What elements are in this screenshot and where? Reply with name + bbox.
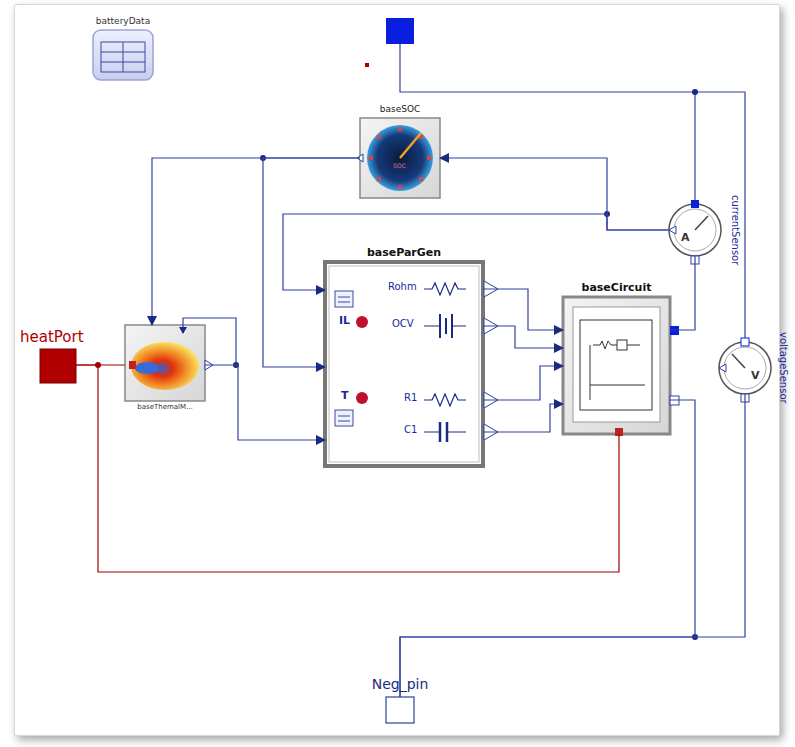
current-sensor-icon <box>669 200 721 264</box>
wire-connector <box>400 394 745 697</box>
node-label: baseThemalM... <box>137 403 192 411</box>
soc-dial <box>357 118 440 198</box>
marker-dot <box>365 63 369 67</box>
wire-connector <box>483 366 563 400</box>
voltmeter-letter: V <box>751 370 760 381</box>
wire-connector <box>205 365 325 440</box>
wire-connector <box>483 404 563 432</box>
junction-dot <box>692 89 698 95</box>
pin-wires <box>400 44 745 338</box>
heat-port-square <box>40 349 76 383</box>
node-label: baseCircuit <box>582 281 652 294</box>
record-block: batteryData <box>93 30 153 80</box>
thermal-block: baseThemalM... <box>125 325 205 401</box>
node-label: baseParGen <box>367 246 441 259</box>
ammeter-letter: A <box>681 232 690 243</box>
positive-pin <box>386 18 414 44</box>
node-label: heatPort <box>20 328 84 346</box>
signal-name: IL <box>339 315 350 326</box>
dial-text: SOC <box>393 163 406 169</box>
parameter-block: baseParGen <box>325 262 483 466</box>
node-label: currentSensor <box>730 195 741 265</box>
node-label: baseSOC <box>380 104 421 114</box>
heat-port: heatPort <box>40 349 76 383</box>
wire-connector <box>400 400 695 697</box>
signal-name: T <box>341 390 349 401</box>
wire-connector <box>440 158 669 230</box>
wire-connector <box>283 214 669 290</box>
node-label: voltageSensor <box>778 332 789 404</box>
parameter-name: Rohm <box>388 282 417 292</box>
voltage-sensor: voltageSensor <box>719 342 771 394</box>
negative-pin <box>386 697 414 723</box>
wire-connector <box>263 158 360 367</box>
voltage-sensor-icon <box>719 338 771 402</box>
parameter-name: R1 <box>404 393 417 403</box>
negative-pin-block: Neg_pin <box>386 697 414 723</box>
wire-connector <box>670 256 695 330</box>
parameter-name: OCV <box>392 319 414 329</box>
wire-connector <box>483 289 563 330</box>
record-icon <box>93 30 153 80</box>
soc-block: baseSOC <box>360 118 440 198</box>
wire-connector <box>76 365 619 572</box>
wire-connector <box>483 326 563 348</box>
node-label: batteryData <box>96 16 150 26</box>
parameter-name: C1 <box>404 425 417 435</box>
circuit-icon <box>563 297 679 436</box>
heat-port-pin <box>129 361 136 369</box>
node-label: Neg_pin <box>372 676 429 692</box>
parameter-generator-icon <box>325 262 498 466</box>
wire-connector <box>152 158 360 325</box>
thermal-model-icon <box>125 318 239 401</box>
current-sensor: currentSensor <box>669 204 721 256</box>
circuit-block: baseCircuit <box>563 297 670 434</box>
